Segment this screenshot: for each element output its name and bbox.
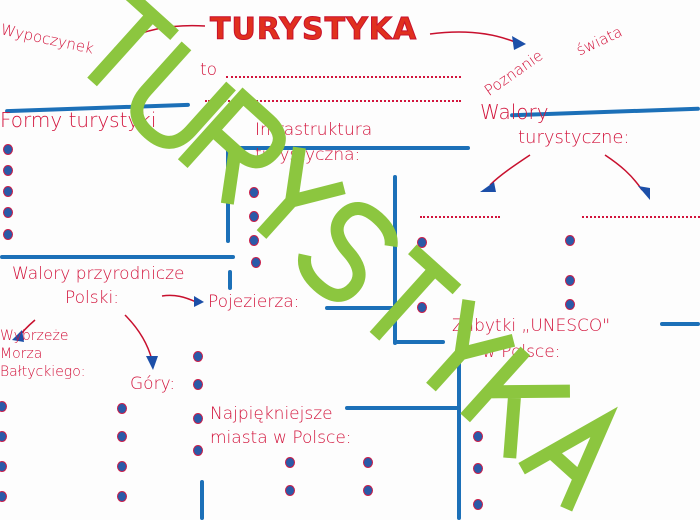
heading-cities: Najpiękniejsze bbox=[210, 404, 333, 424]
bullet-dot bbox=[474, 500, 482, 509]
bullet-dot bbox=[118, 404, 126, 413]
bullet-dot bbox=[4, 208, 12, 217]
heading-coast-2: Morza bbox=[0, 346, 43, 362]
definition-line-2[interactable] bbox=[205, 100, 461, 102]
bullet-dot bbox=[418, 303, 426, 312]
divider-line bbox=[200, 480, 204, 520]
heading-natural-2: Polski: bbox=[65, 288, 119, 308]
heading-values-2: turystyczne: bbox=[518, 127, 630, 148]
bullet-dot bbox=[250, 236, 258, 245]
bullet-dot bbox=[4, 230, 12, 239]
watermark-letter-shape bbox=[87, 0, 179, 87]
bullet-dot bbox=[250, 188, 258, 197]
bullet-dot bbox=[286, 458, 294, 467]
bullet-dot bbox=[118, 492, 126, 501]
bullet-dot bbox=[4, 187, 12, 196]
watermark-letter-shape bbox=[426, 299, 516, 392]
bullet-dot bbox=[194, 414, 202, 423]
divider-line bbox=[660, 322, 700, 326]
definition-line-1[interactable] bbox=[226, 76, 461, 78]
bullet-dot bbox=[250, 212, 258, 221]
bullet-dot bbox=[252, 258, 260, 267]
divider-line bbox=[0, 255, 235, 259]
bullet-dot bbox=[364, 458, 372, 467]
heading-lakes: Pojezierza: bbox=[208, 292, 300, 312]
heading-unesco: Zabytki „UNESCO" bbox=[452, 316, 611, 336]
bullet-dot bbox=[4, 145, 12, 154]
heading-coast-3: Bałtyckiego: bbox=[0, 364, 86, 380]
bullet-dot bbox=[566, 300, 574, 309]
heading-natural: Walory przyrodnicze bbox=[12, 264, 185, 284]
definition-prefix: to bbox=[200, 60, 218, 80]
divider-line bbox=[457, 360, 461, 520]
divider-line bbox=[225, 146, 470, 150]
heading-values: Walory bbox=[480, 100, 549, 124]
values-blank-1[interactable] bbox=[420, 216, 500, 218]
bullet-dot bbox=[194, 380, 202, 389]
divider-line bbox=[393, 175, 397, 345]
bullet-dot bbox=[0, 492, 6, 501]
heading-cities-2: miasta w Polsce: bbox=[210, 428, 352, 448]
bullet-dot bbox=[0, 402, 6, 411]
watermark-letter-shape bbox=[460, 346, 570, 459]
heading-mountains: Góry: bbox=[130, 374, 176, 394]
watermark-letter-shape bbox=[369, 244, 462, 341]
bullet-dot bbox=[194, 352, 202, 361]
bullet-dot bbox=[194, 446, 202, 455]
bullet-dot bbox=[364, 486, 372, 495]
page-title: TURYSTYKA bbox=[209, 12, 418, 48]
bullet-dot bbox=[286, 486, 294, 495]
bullet-dot bbox=[0, 432, 6, 441]
watermark-letter-shape bbox=[177, 87, 286, 205]
bullet-dot bbox=[418, 238, 426, 247]
divider-line bbox=[228, 270, 232, 290]
heading-forms: Formy turystyki bbox=[0, 108, 157, 132]
divider-line bbox=[395, 340, 445, 344]
watermark-letter-shape bbox=[256, 146, 346, 239]
bullet-dot bbox=[566, 236, 574, 245]
bullet-dot bbox=[474, 464, 482, 473]
bullet-dot bbox=[0, 462, 6, 471]
watermark-letter-shape bbox=[518, 406, 618, 512]
divider-line bbox=[345, 406, 460, 410]
values-blank-2[interactable] bbox=[582, 216, 700, 218]
bullet-dot bbox=[118, 462, 126, 471]
divider-line bbox=[325, 306, 400, 310]
watermark-letter-shape bbox=[298, 202, 398, 302]
bullet-dot bbox=[474, 432, 482, 441]
heading-coast: Wybrzeże bbox=[0, 328, 69, 344]
bullet-dot bbox=[118, 432, 126, 441]
watermark-letter-shape bbox=[130, 41, 236, 149]
bullet-dot bbox=[566, 276, 574, 285]
bullet-dot bbox=[4, 166, 12, 175]
